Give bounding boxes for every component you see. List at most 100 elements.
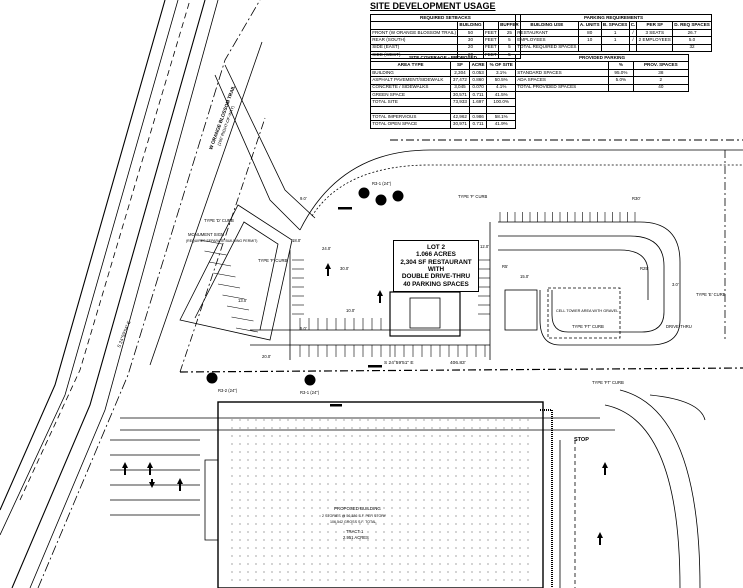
grid-dot	[343, 435, 345, 437]
table-cell: 73,933	[450, 98, 470, 107]
grid-dot	[287, 579, 289, 581]
grid-dot	[255, 507, 257, 509]
grid-dot	[407, 531, 409, 533]
grid-dot	[471, 443, 473, 445]
dim-label: 13.0'	[238, 298, 247, 303]
grid-dot	[455, 531, 457, 533]
grid-dot	[407, 547, 409, 549]
grid-dot	[383, 427, 385, 429]
east-island-2	[604, 404, 681, 588]
stop-label: STOP	[574, 437, 589, 443]
grid-dot	[367, 555, 369, 557]
grid-dot	[383, 475, 385, 477]
column-header	[369, 21, 459, 30]
grid-dot	[431, 475, 433, 477]
highway-median	[19, 0, 191, 501]
grid-dot	[231, 459, 233, 461]
grid-dot	[495, 467, 497, 469]
grid-dot	[247, 419, 249, 421]
grid-dot	[319, 459, 321, 461]
grid-dot	[519, 467, 521, 469]
grid-dot	[383, 563, 385, 565]
table-cell: 41.9%	[486, 120, 516, 129]
grid-dot	[431, 499, 433, 501]
grid-dot	[303, 443, 305, 445]
grid-dot	[407, 523, 409, 525]
grid-dot	[359, 491, 361, 493]
grid-dot	[495, 419, 497, 421]
arrow-icon	[147, 462, 153, 475]
grid-dot	[295, 571, 297, 573]
grid-dot	[247, 443, 249, 445]
grid-dot	[319, 531, 321, 533]
grid-dot	[447, 539, 449, 541]
grid-dot	[263, 539, 265, 541]
grid-dot	[263, 451, 265, 453]
grid-dot	[351, 435, 353, 437]
grid-dot	[327, 563, 329, 565]
grid-dot	[303, 451, 305, 453]
table-cell: BUILDING	[369, 68, 452, 78]
grid-dot	[463, 523, 465, 525]
grid-dot	[495, 443, 497, 445]
tract1-parking-west	[110, 439, 200, 516]
grid-dot	[287, 451, 289, 453]
grid-dot	[271, 547, 273, 549]
table-cell: 3 SEATS	[636, 28, 674, 38]
grid-dot	[495, 507, 497, 509]
grid-dot	[407, 515, 409, 517]
grid-dot	[439, 483, 441, 485]
grid-dot	[399, 491, 401, 493]
grid-dot	[503, 531, 505, 533]
grid-dot	[287, 507, 289, 509]
grid-dot	[303, 483, 305, 485]
grid-dot	[295, 547, 297, 549]
grid-dot	[487, 523, 489, 525]
table-header-row: BUILDING USE A. UNITS B. SPACES C. PER S…	[515, 21, 713, 30]
grid-dot	[367, 523, 369, 525]
grid-dot	[239, 515, 241, 517]
grid-dot	[319, 499, 321, 501]
grid-dot	[391, 467, 393, 469]
grid-dot	[511, 523, 513, 525]
arrow-icon	[325, 263, 331, 276]
grid-dot	[231, 539, 233, 541]
dim-label: 24.0'	[322, 246, 331, 251]
grid-dot	[231, 579, 233, 581]
grid-dot	[239, 419, 241, 421]
grid-dot	[503, 491, 505, 493]
grid-dot	[511, 507, 513, 509]
grid-dot	[279, 427, 281, 429]
table-row	[369, 105, 516, 115]
grid-dot	[295, 459, 297, 461]
grid-dot	[255, 435, 257, 437]
grid-dot	[367, 419, 369, 421]
grid-dot	[255, 483, 257, 485]
tract1-building	[217, 401, 544, 588]
grid-dot	[319, 483, 321, 485]
grid-dot	[255, 451, 257, 453]
grid-dot	[439, 507, 441, 509]
column-header: BUILDING	[457, 21, 484, 30]
plan-annotations: W ORANGE BLOSSOM TRAIL (100' RIGHT-OF-WA…	[116, 85, 725, 540]
grid-dot	[399, 571, 401, 573]
grid-dot	[511, 571, 513, 573]
grid-dot	[503, 507, 505, 509]
grid-dot	[311, 419, 313, 421]
lot-title: LOT 2	[426, 243, 446, 251]
west-parking-inner	[194, 221, 279, 331]
grid-dot	[527, 579, 529, 581]
grid-dot	[359, 571, 361, 573]
grid-dot	[351, 483, 353, 485]
grid-dot	[503, 515, 505, 517]
grid-dot	[399, 467, 401, 469]
grid-dot	[231, 507, 233, 509]
grid-dot	[327, 539, 329, 541]
grid-dot	[239, 547, 241, 549]
grid-dot	[439, 555, 441, 557]
grid-dot	[415, 419, 417, 421]
grid-dot	[447, 523, 449, 525]
grid-dot	[271, 523, 273, 525]
grid-dot	[271, 491, 273, 493]
